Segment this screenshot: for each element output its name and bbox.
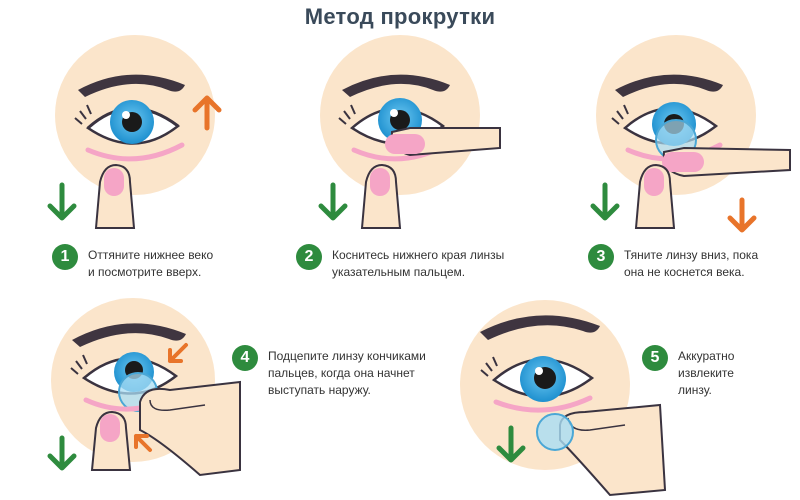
fingernail [644, 168, 664, 196]
fingernail [100, 414, 120, 442]
page-title: Метод прокрутки [304, 4, 496, 29]
arrow-down-icon [318, 182, 348, 221]
hand [139, 380, 241, 477]
fingernail [385, 134, 425, 154]
eyebrow [615, 74, 723, 97]
step-4-text: Подцепите линзу кончиками пальцев, когда… [268, 349, 426, 397]
eyebrow [342, 74, 450, 97]
step-5-illustration [460, 300, 667, 497]
lower-eyelid [493, 395, 593, 413]
fingernail [662, 152, 704, 172]
fingernail [104, 168, 124, 196]
arrow-down-icon [727, 197, 757, 233]
step-5-text: Аккуратно извлеките линзу. [678, 349, 735, 397]
contact-lens [536, 413, 574, 451]
arrow-diagonal-icon [134, 434, 152, 452]
arrow-up-icon [192, 95, 222, 131]
arrow-down-icon [590, 182, 620, 221]
step-1-badge: 1 [52, 244, 78, 270]
step-3-badge: 3 [588, 244, 614, 270]
fingernail [370, 168, 390, 196]
step-2-badge: 2 [296, 244, 322, 270]
eyebrow [78, 74, 185, 97]
step-3-illustration [590, 35, 791, 233]
arrow-down-icon [47, 435, 77, 471]
step-1-text: Оттяните нижнее веко и посмотрите вверх. [88, 248, 214, 279]
eyebrow [480, 315, 600, 340]
step-4-badge: 4 [232, 345, 258, 371]
step-4-illustration [47, 298, 241, 477]
step-1-illustration [47, 35, 222, 229]
step-2-illustration [318, 35, 501, 229]
step-3-text: Тяните линзу вниз, пока она не коснется … [624, 248, 759, 279]
arrow-down-icon [47, 182, 77, 221]
arrow-diagonal-icon [168, 343, 188, 363]
arrow-down-icon [496, 425, 526, 463]
eyebrow [72, 323, 186, 347]
step-2-text: Коснитесь нижнего края линзы указательны… [332, 248, 505, 279]
lower-eyelid [85, 142, 185, 162]
hand [559, 403, 667, 497]
step-5-badge: 5 [642, 345, 668, 371]
